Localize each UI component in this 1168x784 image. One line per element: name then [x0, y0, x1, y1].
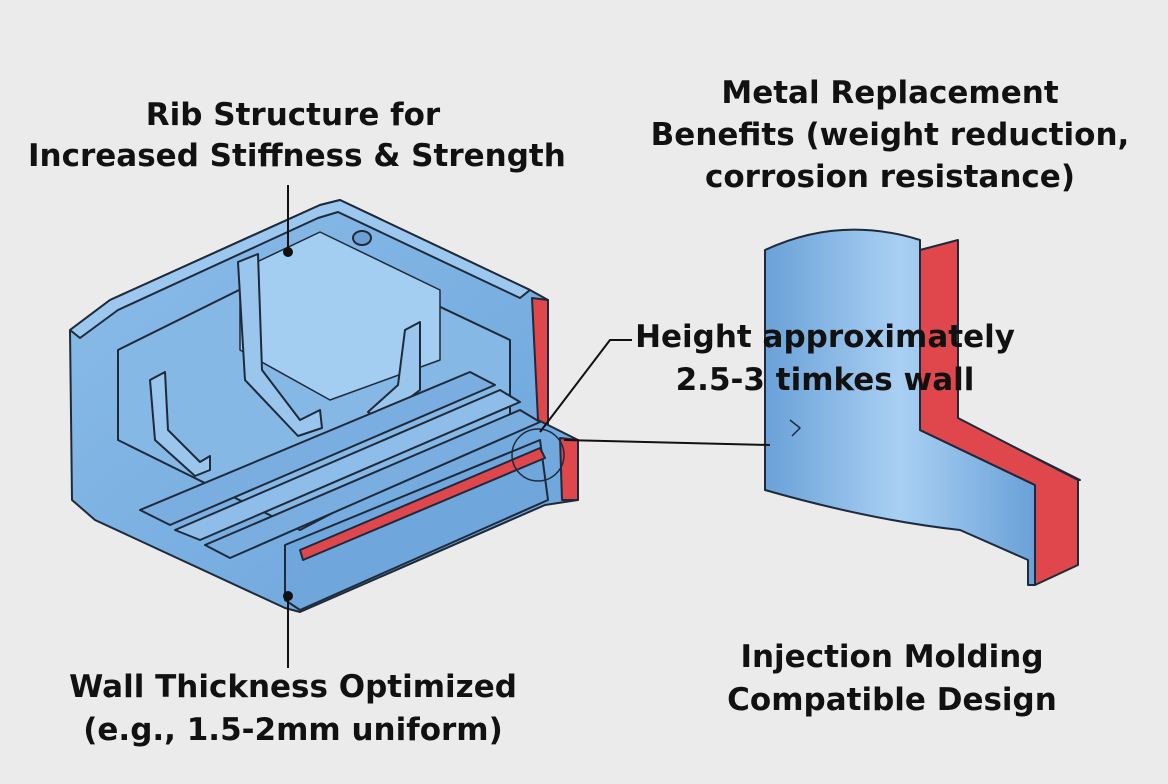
- channel-1: [139, 371, 496, 526]
- leader-lines: [283, 185, 771, 668]
- metal-replacement-line-3: corrosion resistance): [704, 159, 1075, 195]
- height-line-1: Height approximately: [635, 319, 1015, 355]
- height-label: Height approximately 2.5-3 timkes wall: [630, 322, 1020, 396]
- section-column: [764, 228, 1036, 586]
- wall-section-detail: [764, 228, 1081, 586]
- metal-replacement-label: Metal Replacement Benefits (weight reduc…: [648, 78, 1132, 193]
- rib-2: [237, 253, 323, 437]
- detail-circle: [511, 428, 565, 482]
- section-cut-front: [299, 447, 546, 561]
- leader-height: [539, 339, 632, 433]
- injection-molding-line-2: Compatible Design: [727, 682, 1057, 718]
- injection-molding-line-1: Injection Molding: [740, 639, 1044, 675]
- housing-back-wall: [239, 231, 441, 401]
- wall-thickness-line-2: (e.g., 1.5-2mm uniform): [83, 712, 503, 748]
- housing-part: [69, 199, 579, 613]
- leader-detail: [563, 439, 771, 446]
- rib-structure-line-1: Rib Structure for: [145, 97, 441, 133]
- section-cut-right: [531, 297, 549, 426]
- channel-2: [174, 389, 521, 541]
- rib-structure-label: Rib Structure for Increased Stiffness & …: [28, 97, 566, 174]
- housing-top-rim: [69, 199, 531, 339]
- rib-structure-line-2: Increased Stiffness & Strength: [28, 138, 566, 174]
- wall-thickness-label: Wall Thickness Optimized (e.g., 1.5-2mm …: [60, 672, 526, 746]
- rib-1: [149, 371, 211, 477]
- height-line-2: 2.5-3 timkes wall: [675, 362, 975, 398]
- wall-thickness-line-1: Wall Thickness Optimized: [69, 669, 517, 705]
- section-red-face: [919, 239, 1079, 586]
- metal-replacement-line-1: Metal Replacement: [721, 75, 1059, 111]
- injection-molding-label: Injection Molding Compatible Design: [712, 642, 1072, 716]
- mounting-hole: [352, 230, 372, 246]
- leader-rib-dot: [283, 247, 293, 257]
- metal-replacement-line-2: Benefits (weight reduction,: [650, 117, 1130, 153]
- section-notch: [789, 419, 801, 437]
- leader-wall-dot: [283, 591, 293, 601]
